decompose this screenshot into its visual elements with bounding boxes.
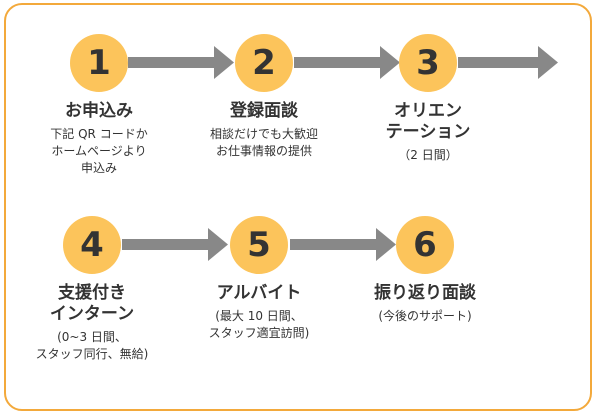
step-1-desc-line: ホームページより bbox=[51, 144, 147, 158]
step-3-title-line: オリエン bbox=[394, 101, 462, 121]
step-2-desc-line: お仕事情報の提供 bbox=[215, 144, 312, 158]
step-6-title-line: 振り返り面談 bbox=[374, 283, 476, 303]
step-5-title-line: アルバイト bbox=[216, 283, 302, 303]
step-6-desc-line: (今後のサポート) bbox=[378, 309, 472, 323]
arrow-2-to-3 bbox=[294, 46, 400, 79]
step-6-description: (今後のサポート) bbox=[350, 308, 500, 325]
step-3-title: オリエン テーション bbox=[353, 101, 503, 143]
step-2-number: 2 bbox=[235, 34, 293, 92]
step-6-number: 6 bbox=[396, 216, 454, 274]
step-1-description: 下記 QR コードか ホームページより 申込み bbox=[24, 126, 174, 177]
step-3-title-line: テーション bbox=[385, 122, 471, 142]
step-5: 5 アルバイト (最大 10 日間、 スタッフ適宜訪問) bbox=[184, 216, 334, 342]
step-1-desc-line: 申込み bbox=[80, 161, 117, 175]
arrow-3-to-next bbox=[458, 46, 558, 79]
step-4-desc-line: (0~3 日間、 bbox=[57, 330, 127, 344]
step-3-description: （2 日間） bbox=[353, 147, 503, 164]
step-3: 3 オリエン テーション （2 日間） bbox=[353, 34, 503, 164]
step-2-title: 登録面談 bbox=[189, 101, 339, 122]
arrow-1-to-2 bbox=[128, 46, 234, 79]
step-1: 1 お申込み 下記 QR コードか ホームページより 申込み bbox=[24, 34, 174, 177]
step-5-description: (最大 10 日間、 スタッフ適宜訪問) bbox=[184, 308, 334, 342]
arrow-5-to-6 bbox=[290, 228, 396, 261]
step-2: 2 登録面談 相談だけでも大歓迎 お仕事情報の提供 bbox=[189, 34, 339, 160]
step-5-number: 5 bbox=[230, 216, 288, 274]
step-6: 6 振り返り面談 (今後のサポート) bbox=[350, 216, 500, 325]
step-5-title: アルバイト bbox=[184, 283, 334, 304]
step-4-description: (0~3 日間、 スタッフ同行、無給) bbox=[17, 329, 167, 363]
step-4-title: 支援付き インターン bbox=[17, 283, 167, 325]
step-1-desc-line: 下記 QR コードか bbox=[50, 127, 148, 141]
step-4: 4 支援付き インターン (0~3 日間、 スタッフ同行、無給) bbox=[17, 216, 167, 363]
arrow-4-to-5 bbox=[122, 228, 228, 261]
step-2-desc-line: 相談だけでも大歓迎 bbox=[209, 127, 318, 141]
step-3-desc-line: （2 日間） bbox=[398, 148, 458, 162]
step-3-number: 3 bbox=[399, 34, 457, 92]
step-4-title-line: 支援付き bbox=[58, 283, 126, 303]
step-5-desc-line: (最大 10 日間、 bbox=[215, 309, 303, 323]
step-1-number: 1 bbox=[70, 34, 128, 92]
step-1-title-line: お申込み bbox=[65, 101, 133, 121]
step-5-desc-line: スタッフ適宜訪問) bbox=[208, 326, 310, 340]
step-6-title: 振り返り面談 bbox=[350, 283, 500, 304]
step-2-description: 相談だけでも大歓迎 お仕事情報の提供 bbox=[189, 126, 339, 160]
step-1-title: お申込み bbox=[24, 101, 174, 122]
step-2-title-line: 登録面談 bbox=[230, 101, 298, 121]
step-4-title-line: インターン bbox=[49, 304, 135, 324]
step-4-desc-line: スタッフ同行、無給) bbox=[35, 347, 149, 361]
step-4-number: 4 bbox=[63, 216, 121, 274]
